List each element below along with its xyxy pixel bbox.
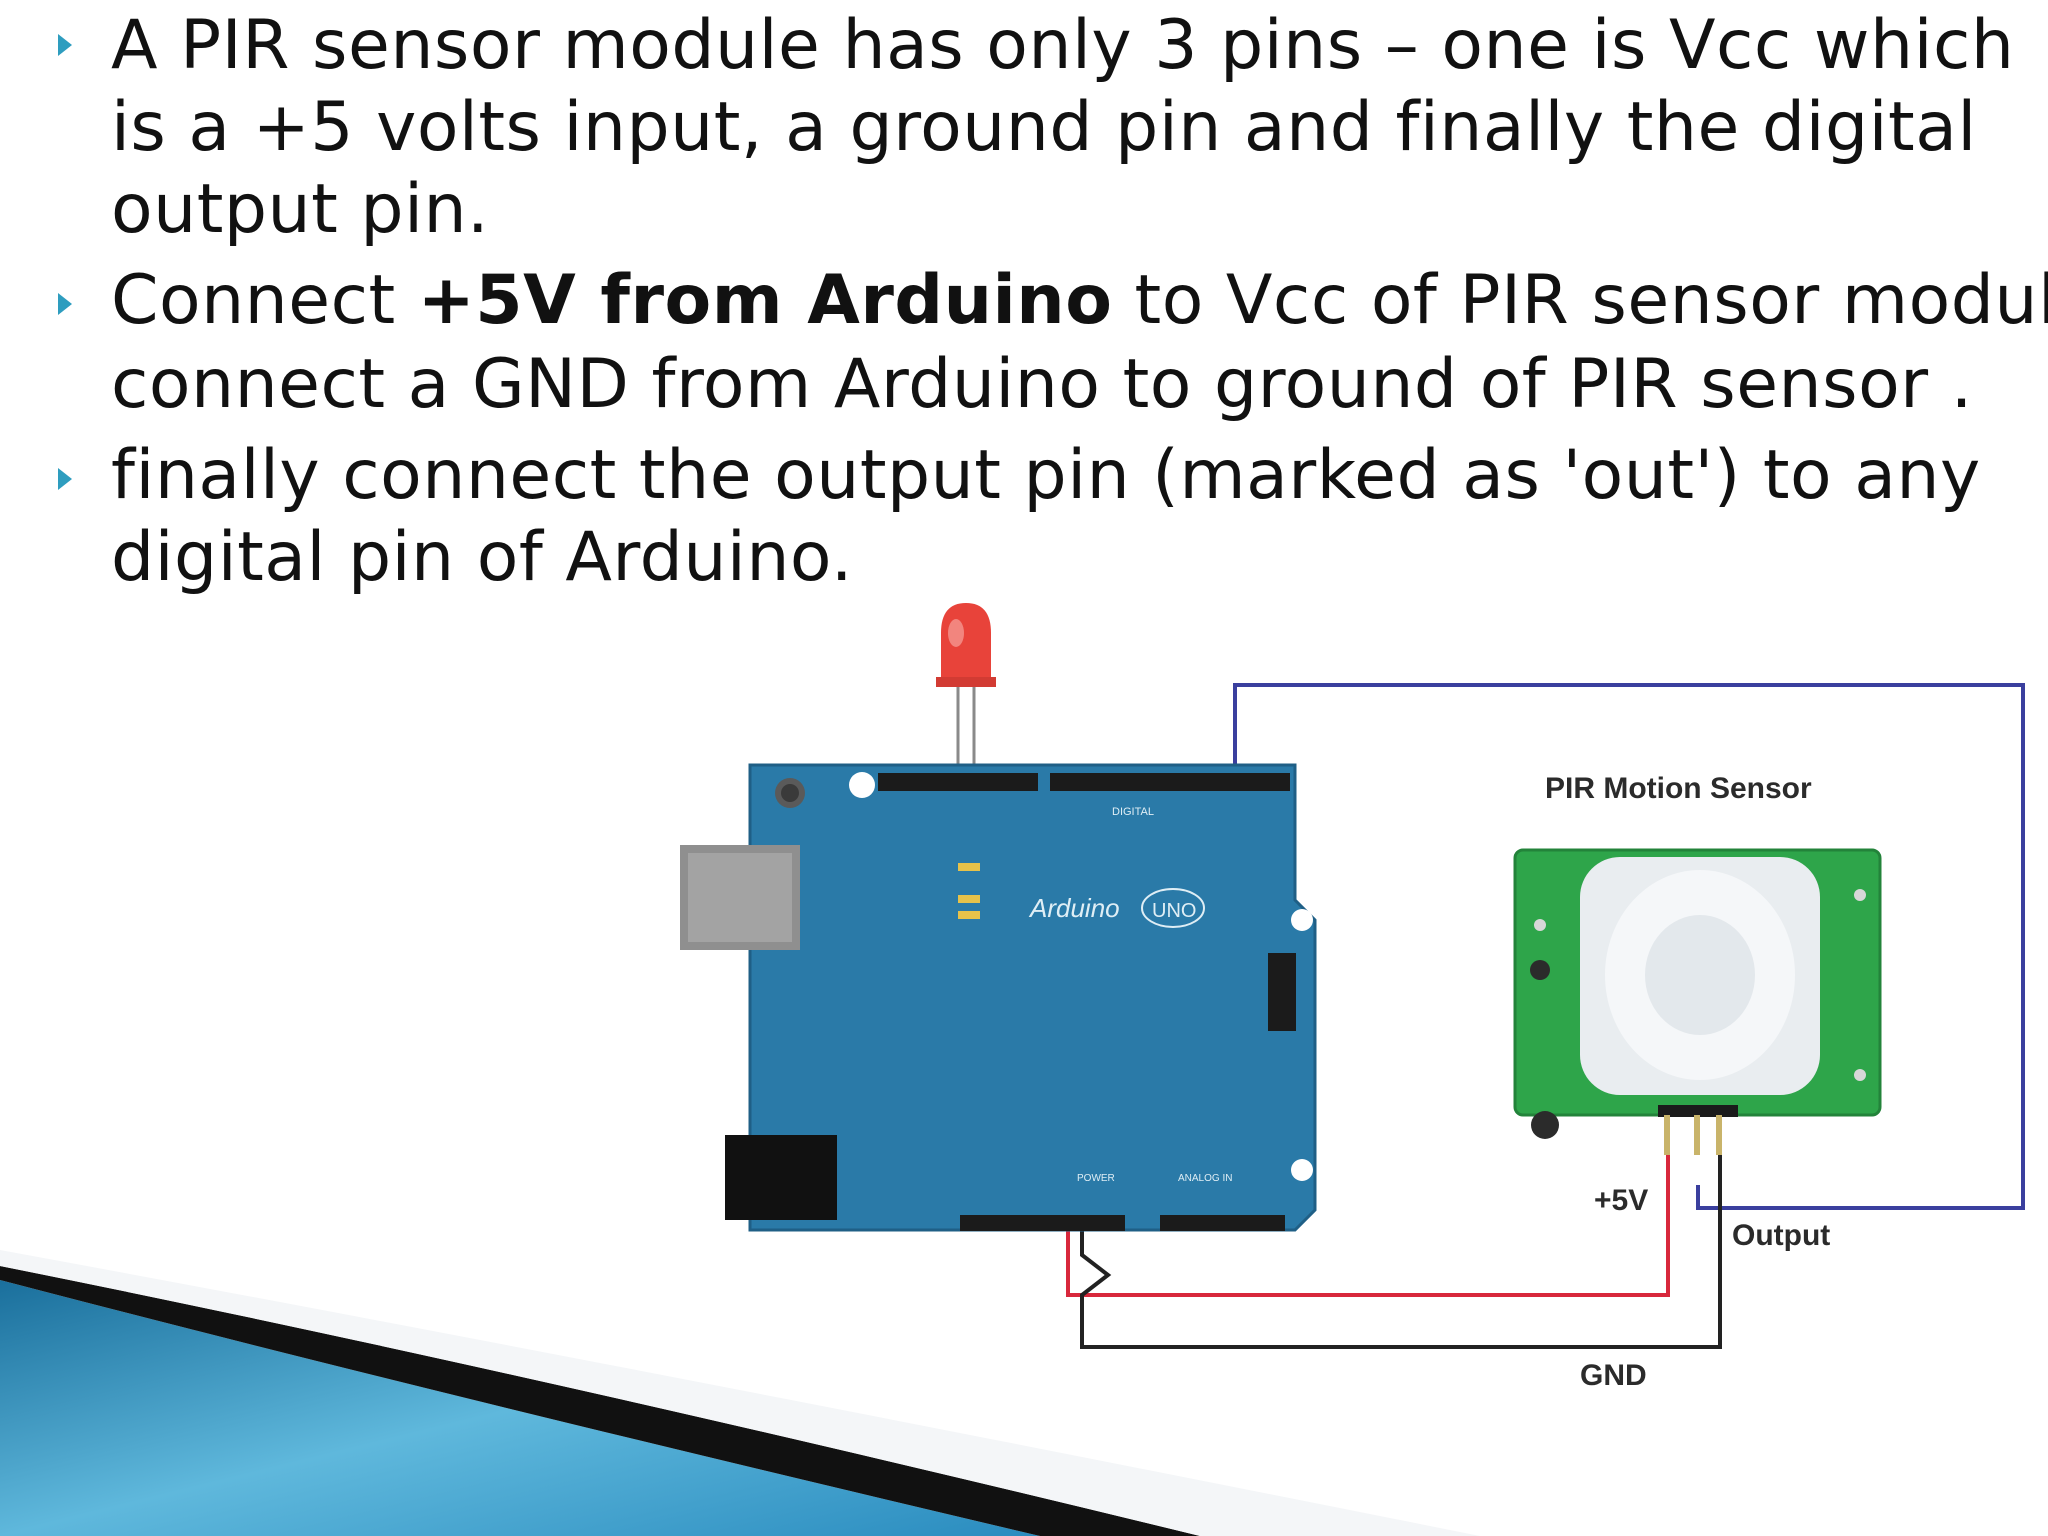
sensor-title: PIR Motion Sensor [1545, 772, 1812, 805]
board-analog-label: ANALOG IN [1178, 1173, 1232, 1184]
output-wire [1233, 683, 2025, 1210]
arduino-board: DIGITAL Arduino UNO POWER ANALOG IN [680, 763, 1317, 1232]
bullet-text-segment: Connect [111, 261, 418, 340]
bullet-text-line: A PIR sensor module has only 3 pins – on… [111, 6, 2015, 85]
swoosh-shape [0, 1250, 1480, 1536]
label-output: Output [1732, 1219, 1830, 1252]
digital-header-2 [1050, 773, 1290, 791]
bullet-text-line: Connect +5V from Arduino to Vcc of PIR s… [111, 259, 2048, 343]
bullet-arrow-icon [58, 468, 72, 490]
board-model-text: UNO [1152, 900, 1196, 922]
ground-wire [1080, 1155, 1722, 1349]
bullet-arrow-icon [58, 293, 72, 315]
digital-header-1 [878, 773, 1038, 791]
bullet-text-line: output pin. [111, 170, 490, 249]
bullet-text-line: is a +5 volts input, a ground pin and fi… [111, 88, 1977, 167]
power-jack [725, 1135, 837, 1220]
board-header-label: DIGITAL [1112, 806, 1154, 818]
board-logo-text: Arduino [1028, 893, 1120, 923]
pir-sensor-module: PIR Motion Sensor +5V [1513, 772, 1882, 1392]
label-5v: +5V [1594, 1184, 1648, 1217]
decorative-swoosh [0, 1250, 2048, 1536]
wiring-diagram-svg: DIGITAL Arduino UNO POWER ANALOG IN PIR … [680, 603, 2025, 1392]
power-wire [1066, 1155, 1670, 1297]
label-gnd: GND [1580, 1359, 1647, 1392]
led-icon [936, 603, 996, 780]
analog-header [1160, 1215, 1285, 1231]
bullet-text-line: digital pin of Arduino. [111, 518, 853, 597]
bullet-text-line: finally connect the output pin (marked a… [111, 436, 1981, 515]
power-header [960, 1215, 1125, 1231]
board-power-label: POWER [1077, 1173, 1115, 1184]
bullet-text-line: connect a GND from Arduino to ground of … [111, 345, 1973, 424]
bullet-text-emphasis: +5V from Arduino [417, 261, 1113, 340]
wiring-diagram: DIGITAL Arduino UNO POWER ANALOG IN PIR … [640, 595, 2048, 1425]
bullet-arrow-icon [58, 34, 72, 56]
bullet-text-segment: to Vcc of PIR sensor module, [1112, 261, 2048, 340]
